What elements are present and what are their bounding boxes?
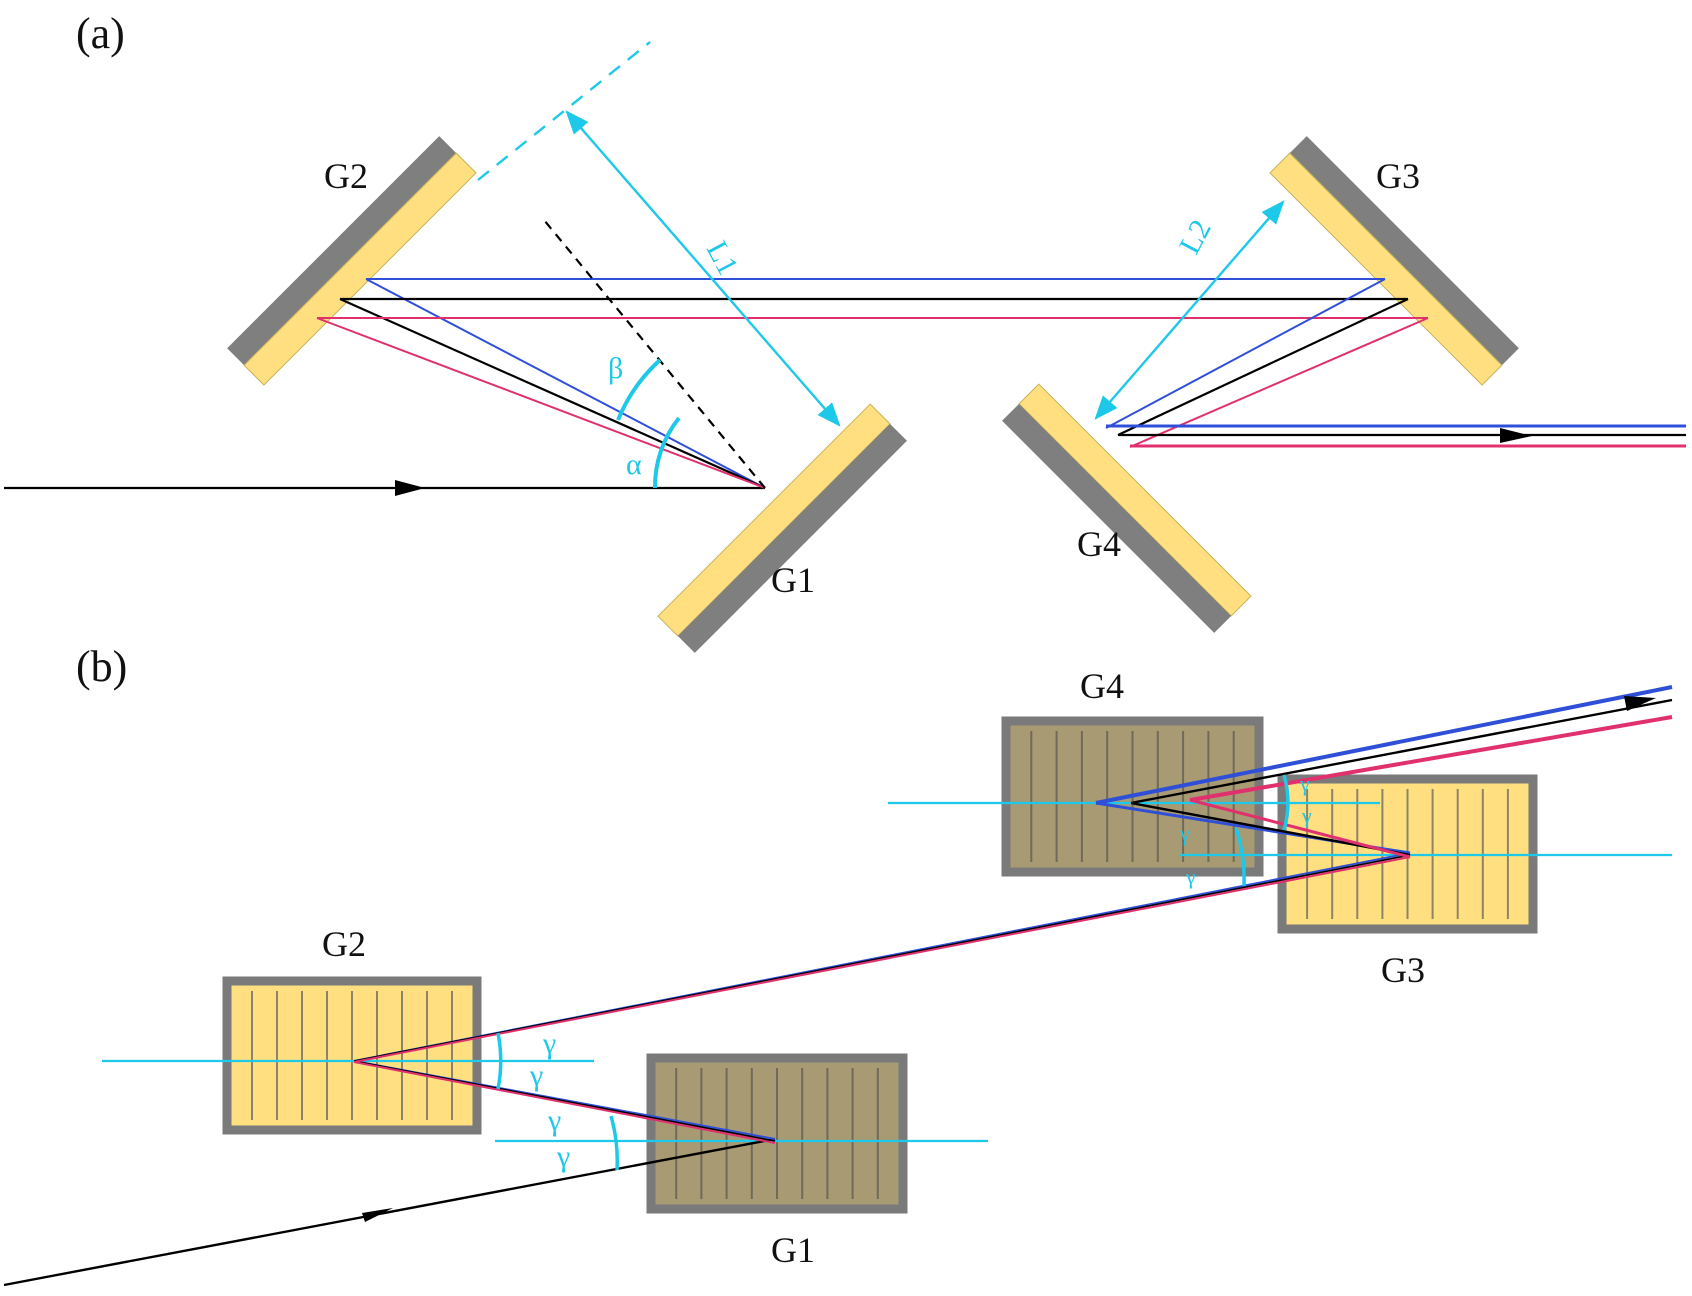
- gamma-label-g2-lower: γ: [529, 1059, 543, 1092]
- panel-b-label: (b): [76, 642, 127, 691]
- grating-g4-a-back: [1002, 403, 1232, 633]
- grating-g4-a-face: [1018, 383, 1252, 617]
- grating-g4-a-label: G4: [1077, 524, 1121, 564]
- panel-a-label: (a): [76, 9, 125, 58]
- beam-pink-g1-g2-b: [353, 1061, 776, 1144]
- gamma-label-g3-lower: γ: [1185, 864, 1196, 889]
- beam-blue-g1-g2: [365, 278, 766, 489]
- angle-alpha-label: α: [626, 448, 642, 481]
- gamma-arc-g2: [496, 1032, 503, 1090]
- grating-g2-b-label: G2: [322, 924, 366, 964]
- gamma-arc-g4: [1282, 774, 1290, 831]
- grating-g3-a-back: [1289, 136, 1519, 366]
- gamma-label-g1-lower: γ: [556, 1140, 570, 1173]
- angle-beta-arc: [616, 358, 662, 421]
- grating-g1-b-label: G1: [771, 1230, 815, 1270]
- grating-g4-b-label: G4: [1080, 666, 1124, 706]
- output-beam-blue-b: [1095, 685, 1673, 805]
- gamma-label-g2-upper: γ: [542, 1027, 556, 1060]
- gamma-arc-g1: [609, 1115, 619, 1171]
- grating-g1-a-face: [657, 403, 891, 637]
- angle-beta-label: β: [608, 352, 623, 385]
- gamma-label-g1-upper: γ: [547, 1104, 561, 1137]
- g2-plane-extension: [477, 41, 651, 181]
- grating-g2-b-grooves: [251, 991, 453, 1120]
- beam-black-g1-g2-b: [353, 1060, 776, 1142]
- gamma-arc-g3: [1234, 827, 1246, 887]
- gamma-label-g4-upper: γ: [1299, 771, 1310, 796]
- grating-g1-b-grooves: [675, 1068, 879, 1199]
- grating-g2-a-back: [227, 136, 457, 366]
- beam-pink-g3-g4: [1129, 317, 1429, 448]
- output-beam-black-b: [1130, 698, 1673, 805]
- gamma-label-g3-upper: γ: [1179, 821, 1190, 846]
- grating-g2-a-label: G2: [324, 156, 368, 196]
- panel-a: (a) G2 G1 G3 G4: [4, 9, 1686, 653]
- panel-b: (b) G4 G3 G2 G1: [3, 642, 1673, 1287]
- grating-g1-b: [646, 1053, 908, 1214]
- grating-g3-b-label: G3: [1381, 950, 1425, 990]
- distance-l2-arrow: [1094, 200, 1285, 420]
- distance-l2-label: L2: [1173, 214, 1218, 259]
- input-beam-b: [3, 1137, 776, 1287]
- beam-pink-g2-g3-b: [353, 856, 1411, 1063]
- input-beam-a-arrow: [395, 480, 425, 496]
- output-beam-a-arrow: [1500, 428, 1532, 443]
- beam-black-g3-g4: [1117, 298, 1409, 436]
- gamma-label-g4-lower: γ: [1301, 803, 1312, 828]
- grating-g2-b: [222, 976, 482, 1135]
- output-beam-b-arrow: [1624, 696, 1656, 711]
- grating-g4-a: [1002, 383, 1252, 633]
- beam-black-g2-g3-b: [353, 854, 1411, 1062]
- output-beam-pink-b: [1189, 715, 1673, 802]
- beam-pink-g3-g4-b: [1189, 798, 1411, 859]
- grating-g1-a-back: [677, 423, 907, 653]
- input-beam-b-arrow: [362, 1208, 393, 1222]
- distance-l1-arrow: [565, 110, 841, 427]
- grating-g1-a-label: G1: [771, 560, 815, 600]
- grating-g1-a: [657, 403, 907, 653]
- beam-blue-g3-g4: [1105, 278, 1386, 429]
- beam-pink-g1-g2: [316, 317, 766, 489]
- grating-g3-a-label: G3: [1376, 156, 1420, 196]
- beam-black-g1-g2: [339, 297, 766, 490]
